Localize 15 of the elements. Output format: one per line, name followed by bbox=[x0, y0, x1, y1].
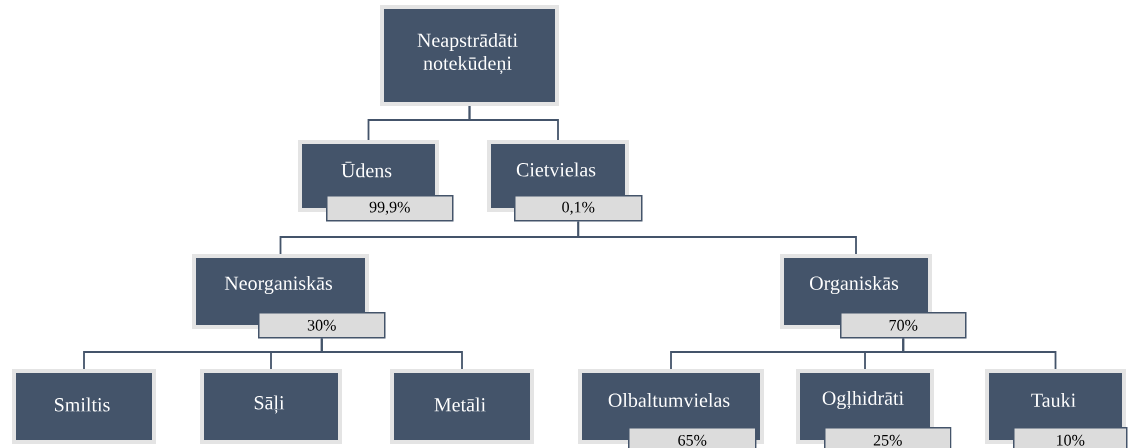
hierarchy-box: Metāli bbox=[390, 369, 534, 444]
hierarchy-box: Neapstrādāti notekūdeņi bbox=[380, 5, 559, 106]
connector bbox=[577, 220, 857, 255]
connector bbox=[320, 337, 463, 370]
hierarchy-box: Ogļhidrāti 25% bbox=[796, 369, 952, 448]
hierarchy-box: Tauki 10% bbox=[985, 369, 1128, 448]
hierarchy-box: Sāļi bbox=[200, 369, 342, 444]
hierarchy-box: Organiskās 70% bbox=[780, 254, 967, 339]
hierarchy-box: Neorganiskās 30% bbox=[192, 254, 386, 339]
hierarchy-box: Smiltis bbox=[12, 369, 156, 444]
connector bbox=[902, 337, 1057, 370]
hierarchy-box: Ūdens 99,9% bbox=[298, 140, 454, 222]
connector bbox=[468, 105, 559, 141]
hierarchy-box: Olbaltumvielas 65% bbox=[578, 369, 764, 448]
hierarchy-box: Cietvielas 0,1% bbox=[487, 140, 643, 222]
